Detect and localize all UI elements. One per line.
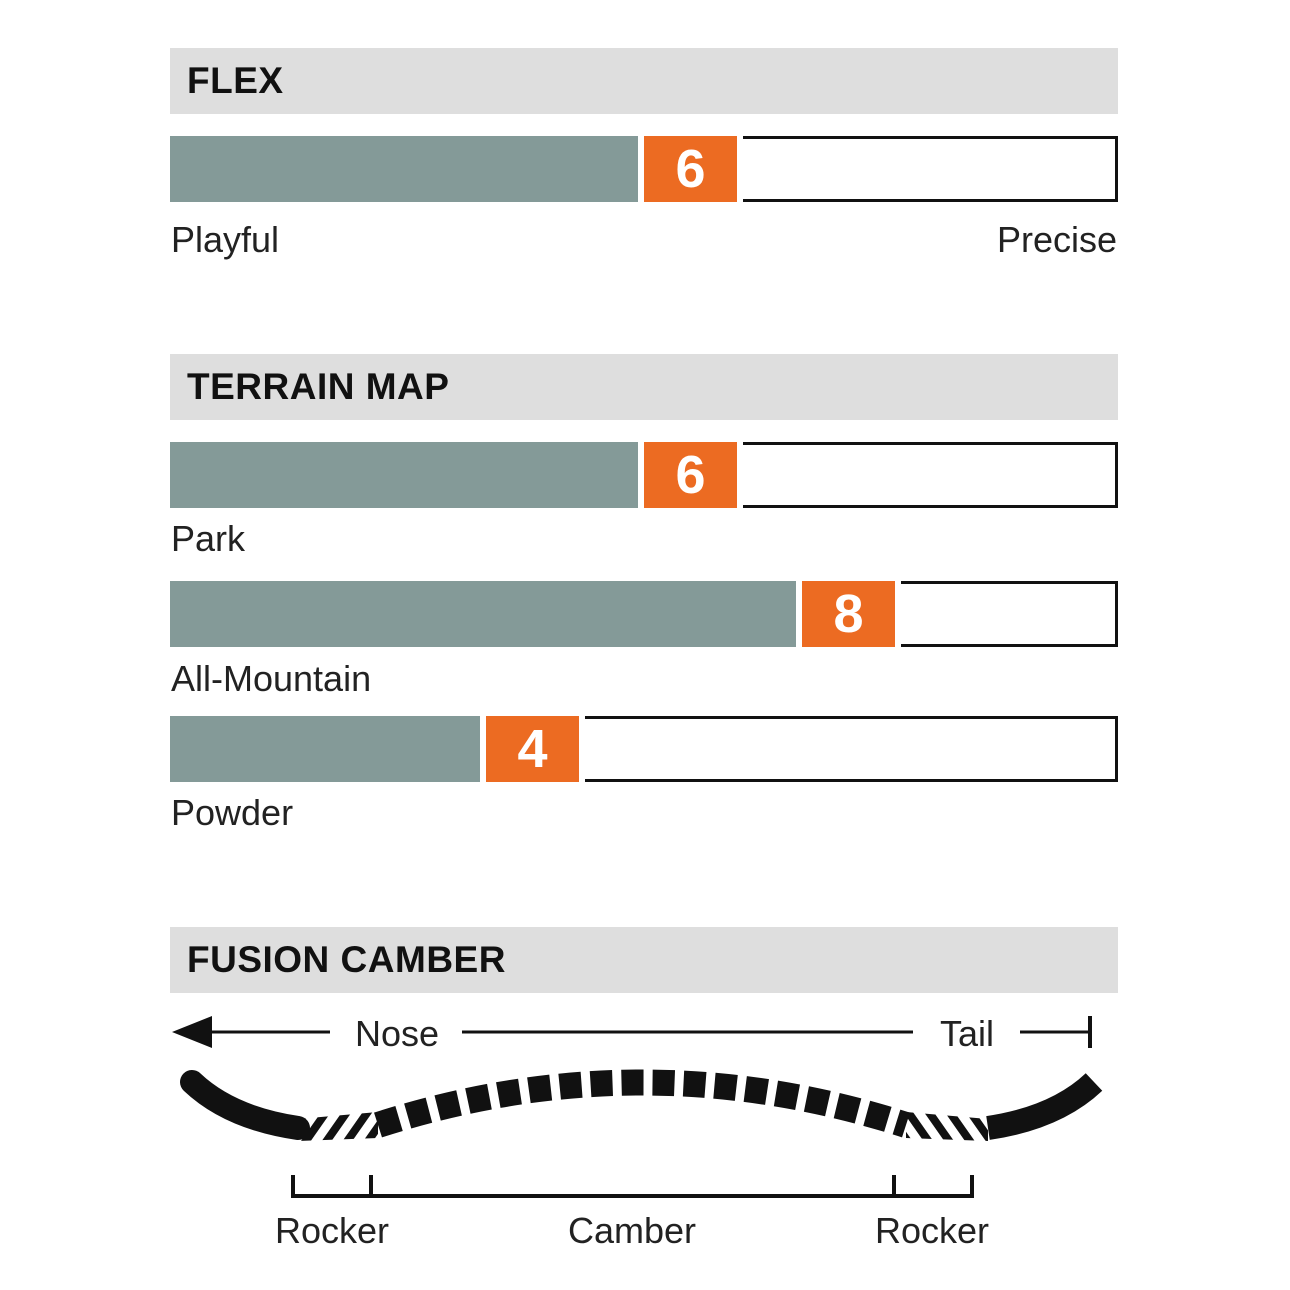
terrain-park-fill — [170, 442, 638, 508]
terrain-all-mountain-remainder — [901, 581, 1118, 647]
zone-label-rocker-right: Rocker — [875, 1210, 989, 1251]
zone-bracket-line — [291, 1175, 974, 1198]
fusion-camber-header: FUSION CAMBER — [170, 927, 1118, 993]
nose-label: Nose — [355, 1013, 439, 1054]
flex-left-label: Playful — [171, 219, 280, 260]
flex-header: FLEX — [170, 48, 1118, 114]
terrain-all-mountain-label: All-Mountain — [171, 658, 372, 699]
fusion-camber-title: FUSION CAMBER — [187, 939, 506, 980]
flex-rating-remainder — [743, 136, 1118, 202]
nose-arrow-icon — [172, 1016, 212, 1048]
terrain-all-mountain-value: 8 — [833, 584, 864, 644]
board-nose-segment — [180, 1070, 310, 1140]
board-rocker-hatch-right — [906, 1112, 988, 1141]
flex-right-label: Precise — [996, 219, 1117, 260]
board-tail-segment — [986, 1073, 1103, 1140]
terrain-map-title: TERRAIN MAP — [187, 366, 450, 407]
board-rocker-hatch-left — [298, 1112, 378, 1141]
zone-label-rocker-left: Rocker — [275, 1210, 389, 1251]
terrain-all-mountain-bar: 8 — [170, 581, 1118, 647]
terrain-powder-bar: 4 — [170, 716, 1118, 782]
terrain-powder-fill — [170, 716, 480, 782]
flex-rating-value: 6 — [675, 139, 706, 199]
terrain-park-badge: 6 — [644, 442, 737, 508]
flex-rating-bar: 6 — [170, 136, 1118, 202]
terrain-map-header: TERRAIN MAP — [170, 354, 1118, 420]
flex-rating-fill — [170, 136, 638, 202]
terrain-park-value: 6 — [675, 445, 706, 505]
terrain-all-mountain-fill — [170, 581, 796, 647]
terrain-powder-badge: 4 — [486, 716, 579, 782]
terrain-powder-remainder — [585, 716, 1118, 782]
tail-label: Tail — [940, 1013, 994, 1054]
flex-title: FLEX — [187, 60, 284, 101]
terrain-park-remainder — [743, 442, 1118, 508]
flex-rating-badge: 6 — [644, 136, 737, 202]
board-camber-dashes — [374, 1069, 910, 1138]
terrain-all-mountain-badge: 8 — [802, 581, 895, 647]
terrain-park-label: Park — [171, 518, 246, 559]
terrain-park-bar: 6 — [170, 442, 1118, 508]
terrain-powder-label: Powder — [171, 792, 294, 833]
zone-label-camber: Camber — [568, 1210, 696, 1251]
terrain-powder-value: 4 — [517, 719, 548, 779]
